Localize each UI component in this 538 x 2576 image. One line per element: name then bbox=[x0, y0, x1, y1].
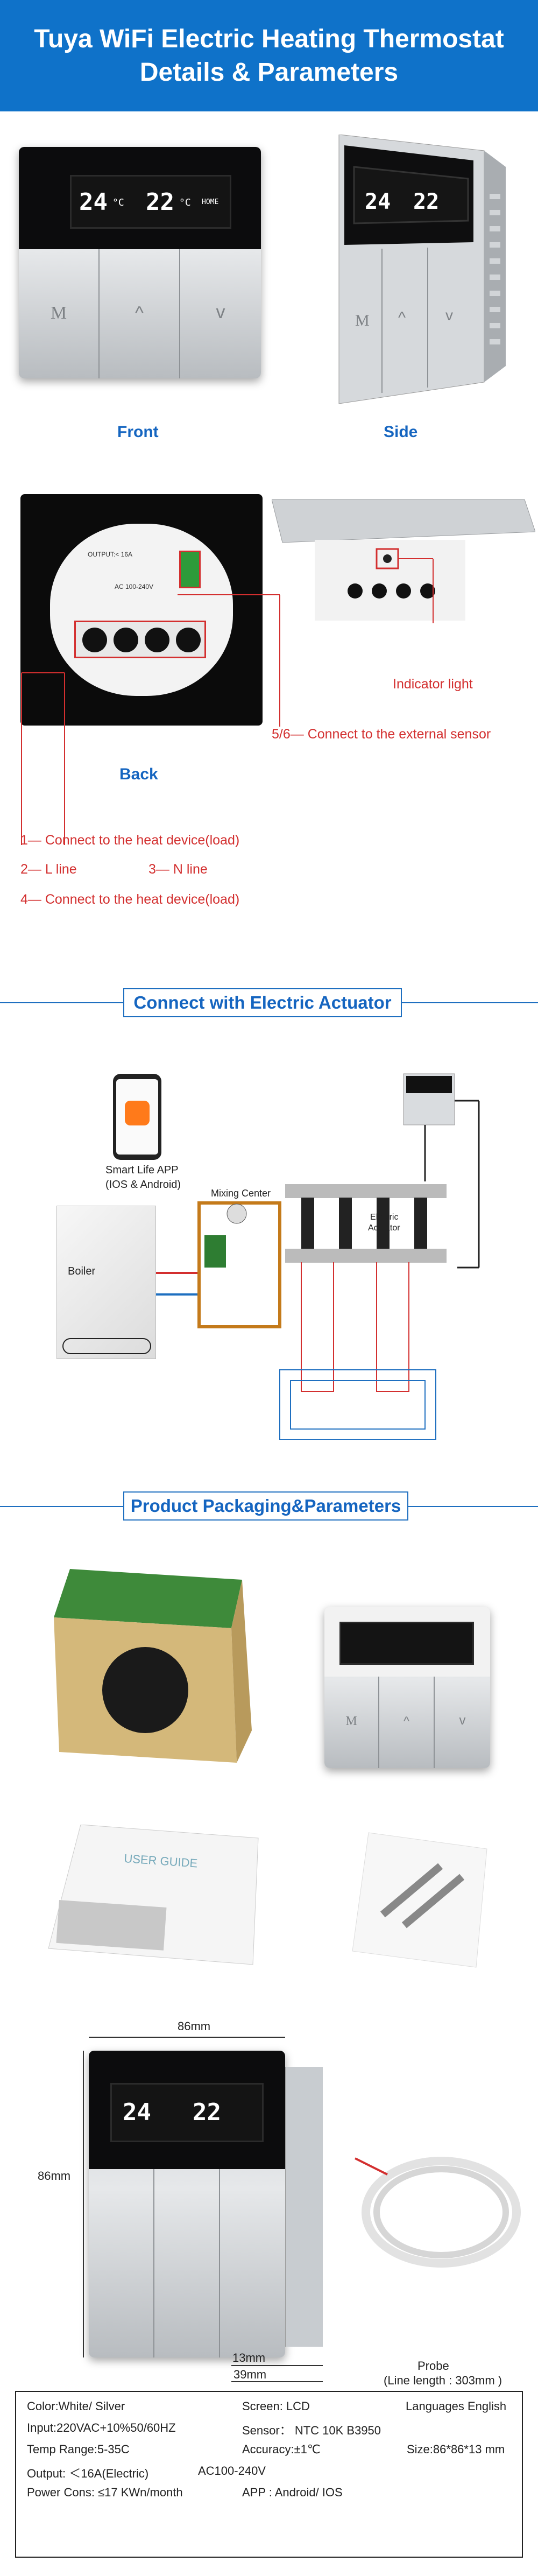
param-accuracy: Accuracy:±1℃ bbox=[242, 2443, 321, 2456]
actuator-label-2: Actuator bbox=[368, 1223, 400, 1233]
svg-text:24: 24 bbox=[365, 189, 391, 214]
param-temp-range: Temp Range:5-35C bbox=[27, 2443, 130, 2456]
page-title-line2: Details & Parameters bbox=[139, 58, 399, 87]
packaging-box-image bbox=[54, 1569, 252, 1763]
actuator-label-1: Electric bbox=[370, 1213, 399, 1222]
front-view-thermostat: 24 °C 22 °C HOME M ^ v bbox=[19, 147, 261, 378]
indicator-light-label: Indicator light bbox=[393, 677, 473, 692]
back-voltage-text: AC 100-240V bbox=[115, 583, 154, 590]
svg-text:^: ^ bbox=[398, 309, 406, 327]
lcd-temp-left: 24 bbox=[79, 188, 108, 216]
side-view-thermostat: 24 22 M ^ v bbox=[338, 135, 506, 404]
param-power: Power Cons: ≤17 KWn/month bbox=[27, 2486, 183, 2499]
app-label: Smart Life APP bbox=[105, 1164, 179, 1176]
actuator-section-title: Connect with Electric Actuator bbox=[123, 988, 402, 1017]
lcd-unit-right: °C bbox=[179, 197, 191, 208]
param-sensor: Sensor： NTC 10K B3950 bbox=[242, 2424, 381, 2437]
param-output: Output: ＜16A(Electric) bbox=[27, 2467, 149, 2480]
lcd-temp-right: 22 bbox=[146, 188, 174, 216]
plumbing-diagram bbox=[156, 1073, 480, 1440]
parameters-table: Color:White/ Silver Screen: LCD Language… bbox=[15, 2391, 523, 2558]
dimension-lines bbox=[83, 2037, 323, 2382]
dimension-thermostat: 24 22 bbox=[89, 2051, 285, 2357]
app-sub-label: (IOS & Android) bbox=[105, 1179, 181, 1191]
sensor-terminal bbox=[179, 551, 201, 588]
height-dimension: 86mm bbox=[38, 2169, 71, 2183]
pack-down-key: v bbox=[435, 1677, 490, 1768]
boiler-label: Boiler bbox=[68, 1265, 96, 1277]
page-header: Tuya WiFi Electric Heating Thermostat De… bbox=[0, 0, 538, 111]
user-manual-image: USER GUIDE bbox=[48, 1825, 259, 1965]
back-output-text: OUTPUT:< 16A bbox=[88, 551, 133, 558]
param-languages: Languages English bbox=[406, 2399, 507, 2413]
param-screen: Screen: LCD bbox=[242, 2399, 310, 2413]
pack-up-key-label: ^ bbox=[403, 1714, 410, 1729]
up-key[interactable]: ^ bbox=[100, 249, 180, 378]
width-dimension: 86mm bbox=[178, 2019, 211, 2033]
down-key[interactable]: v bbox=[180, 249, 261, 378]
terminal-block bbox=[74, 621, 206, 658]
depth1-dimension: 13mm bbox=[232, 2351, 266, 2364]
param-input: Input:220VAC+10%50/60HZ bbox=[27, 2421, 176, 2434]
lcd-mode: HOME bbox=[202, 198, 219, 206]
param-size: Size:86*86*13 mm bbox=[407, 2443, 505, 2456]
packaged-thermostat-image: M ^ v bbox=[324, 1607, 490, 1768]
pack-down-key-label: v bbox=[459, 1713, 466, 1728]
mixing-center-label: Mixing Center bbox=[211, 1188, 271, 1199]
svg-text:v: v bbox=[445, 307, 453, 323]
param-color: Color:White/ Silver bbox=[27, 2399, 125, 2413]
note-line2a: 2— L line bbox=[20, 862, 77, 877]
lcd-unit-left: °C bbox=[112, 197, 124, 208]
param-app: APP : Android/ IOS bbox=[242, 2486, 343, 2499]
screws-bag-image bbox=[352, 1832, 487, 1968]
back-board: OUTPUT:< 16A AC 100-240V bbox=[50, 524, 233, 696]
probe-cable-image bbox=[355, 2157, 521, 2268]
pack-mode-key: M bbox=[324, 1677, 379, 1768]
boiler-image: Boiler bbox=[56, 1206, 156, 1359]
dim-lcd-left: 24 bbox=[123, 2099, 151, 2126]
param-voltage: AC100-240V bbox=[198, 2464, 266, 2478]
note-line1: 1— Connect to the heat device(load) bbox=[20, 833, 240, 848]
pack-mode-key-label: M bbox=[345, 1714, 357, 1728]
up-key-label: ^ bbox=[135, 303, 144, 323]
dim-lcd-right: 22 bbox=[193, 2099, 221, 2126]
side-profile bbox=[285, 2067, 323, 2347]
sensor-label: 5/6— Connect to the external sensor bbox=[272, 727, 491, 742]
back-view-thermostat: OUTPUT:< 16A AC 100-240V bbox=[20, 494, 263, 726]
down-key-label: v bbox=[216, 302, 225, 322]
probe-length-label: (Line length : 303mm ) bbox=[384, 2374, 502, 2387]
phone-image bbox=[113, 1074, 161, 1160]
mode-key-label: M bbox=[50, 303, 67, 323]
mode-key[interactable]: M bbox=[19, 249, 100, 378]
svg-text:22: 22 bbox=[413, 189, 439, 214]
side-label: Side bbox=[384, 423, 418, 441]
packaging-section-title: Product Packaging&Parameters bbox=[123, 1491, 408, 1521]
front-label: Front bbox=[117, 423, 159, 441]
probe-label: Probe bbox=[417, 2359, 449, 2373]
pack-up-key: ^ bbox=[379, 1677, 435, 1768]
app-icon bbox=[125, 1101, 150, 1125]
underside-view bbox=[272, 499, 535, 623]
back-connector-lines bbox=[21, 594, 280, 845]
page-title-line1: Tuya WiFi Electric Heating Thermostat bbox=[34, 25, 504, 53]
svg-text:M: M bbox=[355, 312, 370, 329]
note-line2b: 3— N line bbox=[148, 862, 208, 877]
back-label: Back bbox=[119, 765, 158, 783]
front-lcd: 24 °C 22 °C HOME bbox=[70, 175, 231, 229]
depth2-dimension: 39mm bbox=[233, 2368, 267, 2381]
note-line3: 4— Connect to the heat device(load) bbox=[20, 892, 240, 907]
